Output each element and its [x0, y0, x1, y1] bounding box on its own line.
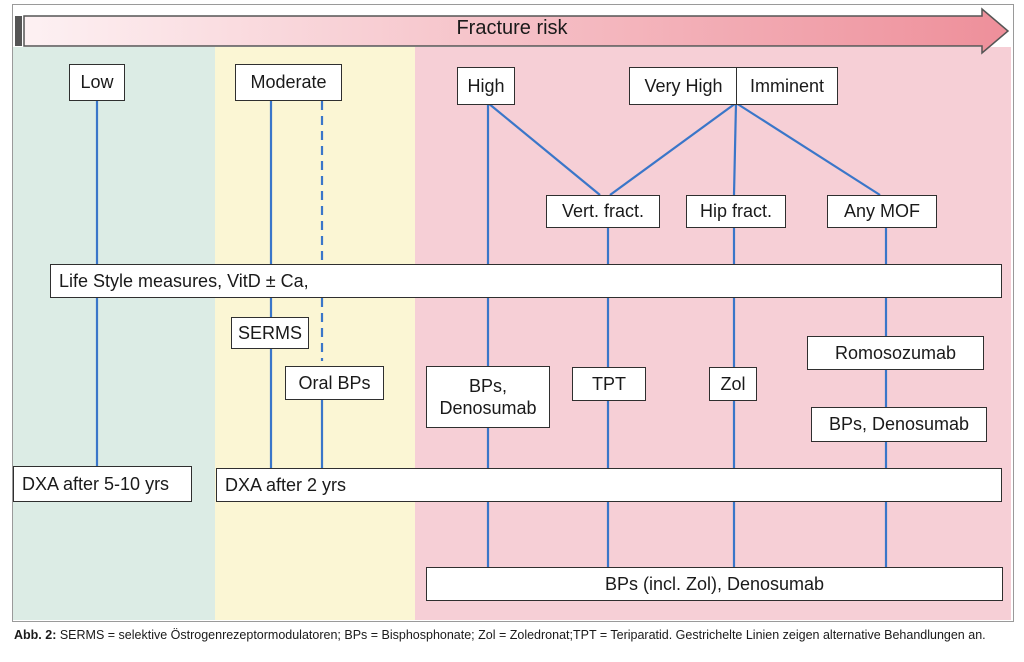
bps-denosumab-box: BPs, Denosumab: [426, 366, 550, 428]
dxa-moderate-high-box: DXA after 2 yrs: [216, 468, 1002, 502]
final-treatment-box: BPs (incl. Zol), Denosumab: [426, 567, 1003, 601]
connector-lines: [95, 101, 888, 567]
risk-high-box: High: [457, 67, 515, 105]
high-risk-zone: [415, 47, 1011, 620]
hip-fracture-box: Hip fract.: [686, 195, 786, 228]
connector-imminent-vert: [609, 102, 737, 196]
caption-label: Abb. 2:: [14, 628, 57, 642]
connector-high-vert: [487, 102, 601, 196]
fracture-risk-arrow: [23, 7, 1010, 55]
risk-very-high-label: Very High: [644, 75, 723, 96]
risk-imminent-label: Imminent: [749, 75, 825, 96]
vertebral-fracture-box: Vert. fract.: [546, 195, 660, 228]
connector-imminent-hip: [732, 102, 738, 196]
zol-box: Zol: [709, 367, 757, 401]
bps-denosumab-mof-box: BPs, Denosumab: [811, 407, 987, 442]
risk-moderate-box: Moderate: [235, 64, 342, 101]
risk-very-high-imminent-box: Very High Imminent: [629, 67, 838, 105]
caption-text: SERMS = selektive Östrogenrezeptormodula…: [59, 628, 986, 642]
dxa-low-box: DXA after 5-10 yrs: [13, 466, 192, 502]
risk-low-box: Low: [69, 64, 125, 101]
connector-imminent-mof: [735, 102, 881, 196]
serms-box: SERMS: [231, 317, 309, 349]
low-risk-zone: [13, 47, 215, 620]
romosozumab-box: Romosozumab: [807, 336, 984, 370]
bps-denosumab-line2: Denosumab: [439, 398, 537, 418]
figure-caption: Abb. 2: SERMS = selektive Östrogenrezept…: [14, 628, 986, 642]
tpt-box: TPT: [572, 367, 646, 401]
very-high-imminent-divider: [736, 67, 737, 105]
arrow-tail-bar: [15, 16, 22, 46]
lifestyle-measures-box: Life Style measures, VitD ± Ca,: [50, 264, 1002, 298]
bps-denosumab-line1: BPs,: [468, 376, 507, 396]
fracture-risk-title: Fracture risk: [456, 17, 568, 39]
any-mof-box: Any MOF: [827, 195, 937, 228]
oral-bps-box: Oral BPs: [285, 366, 384, 400]
